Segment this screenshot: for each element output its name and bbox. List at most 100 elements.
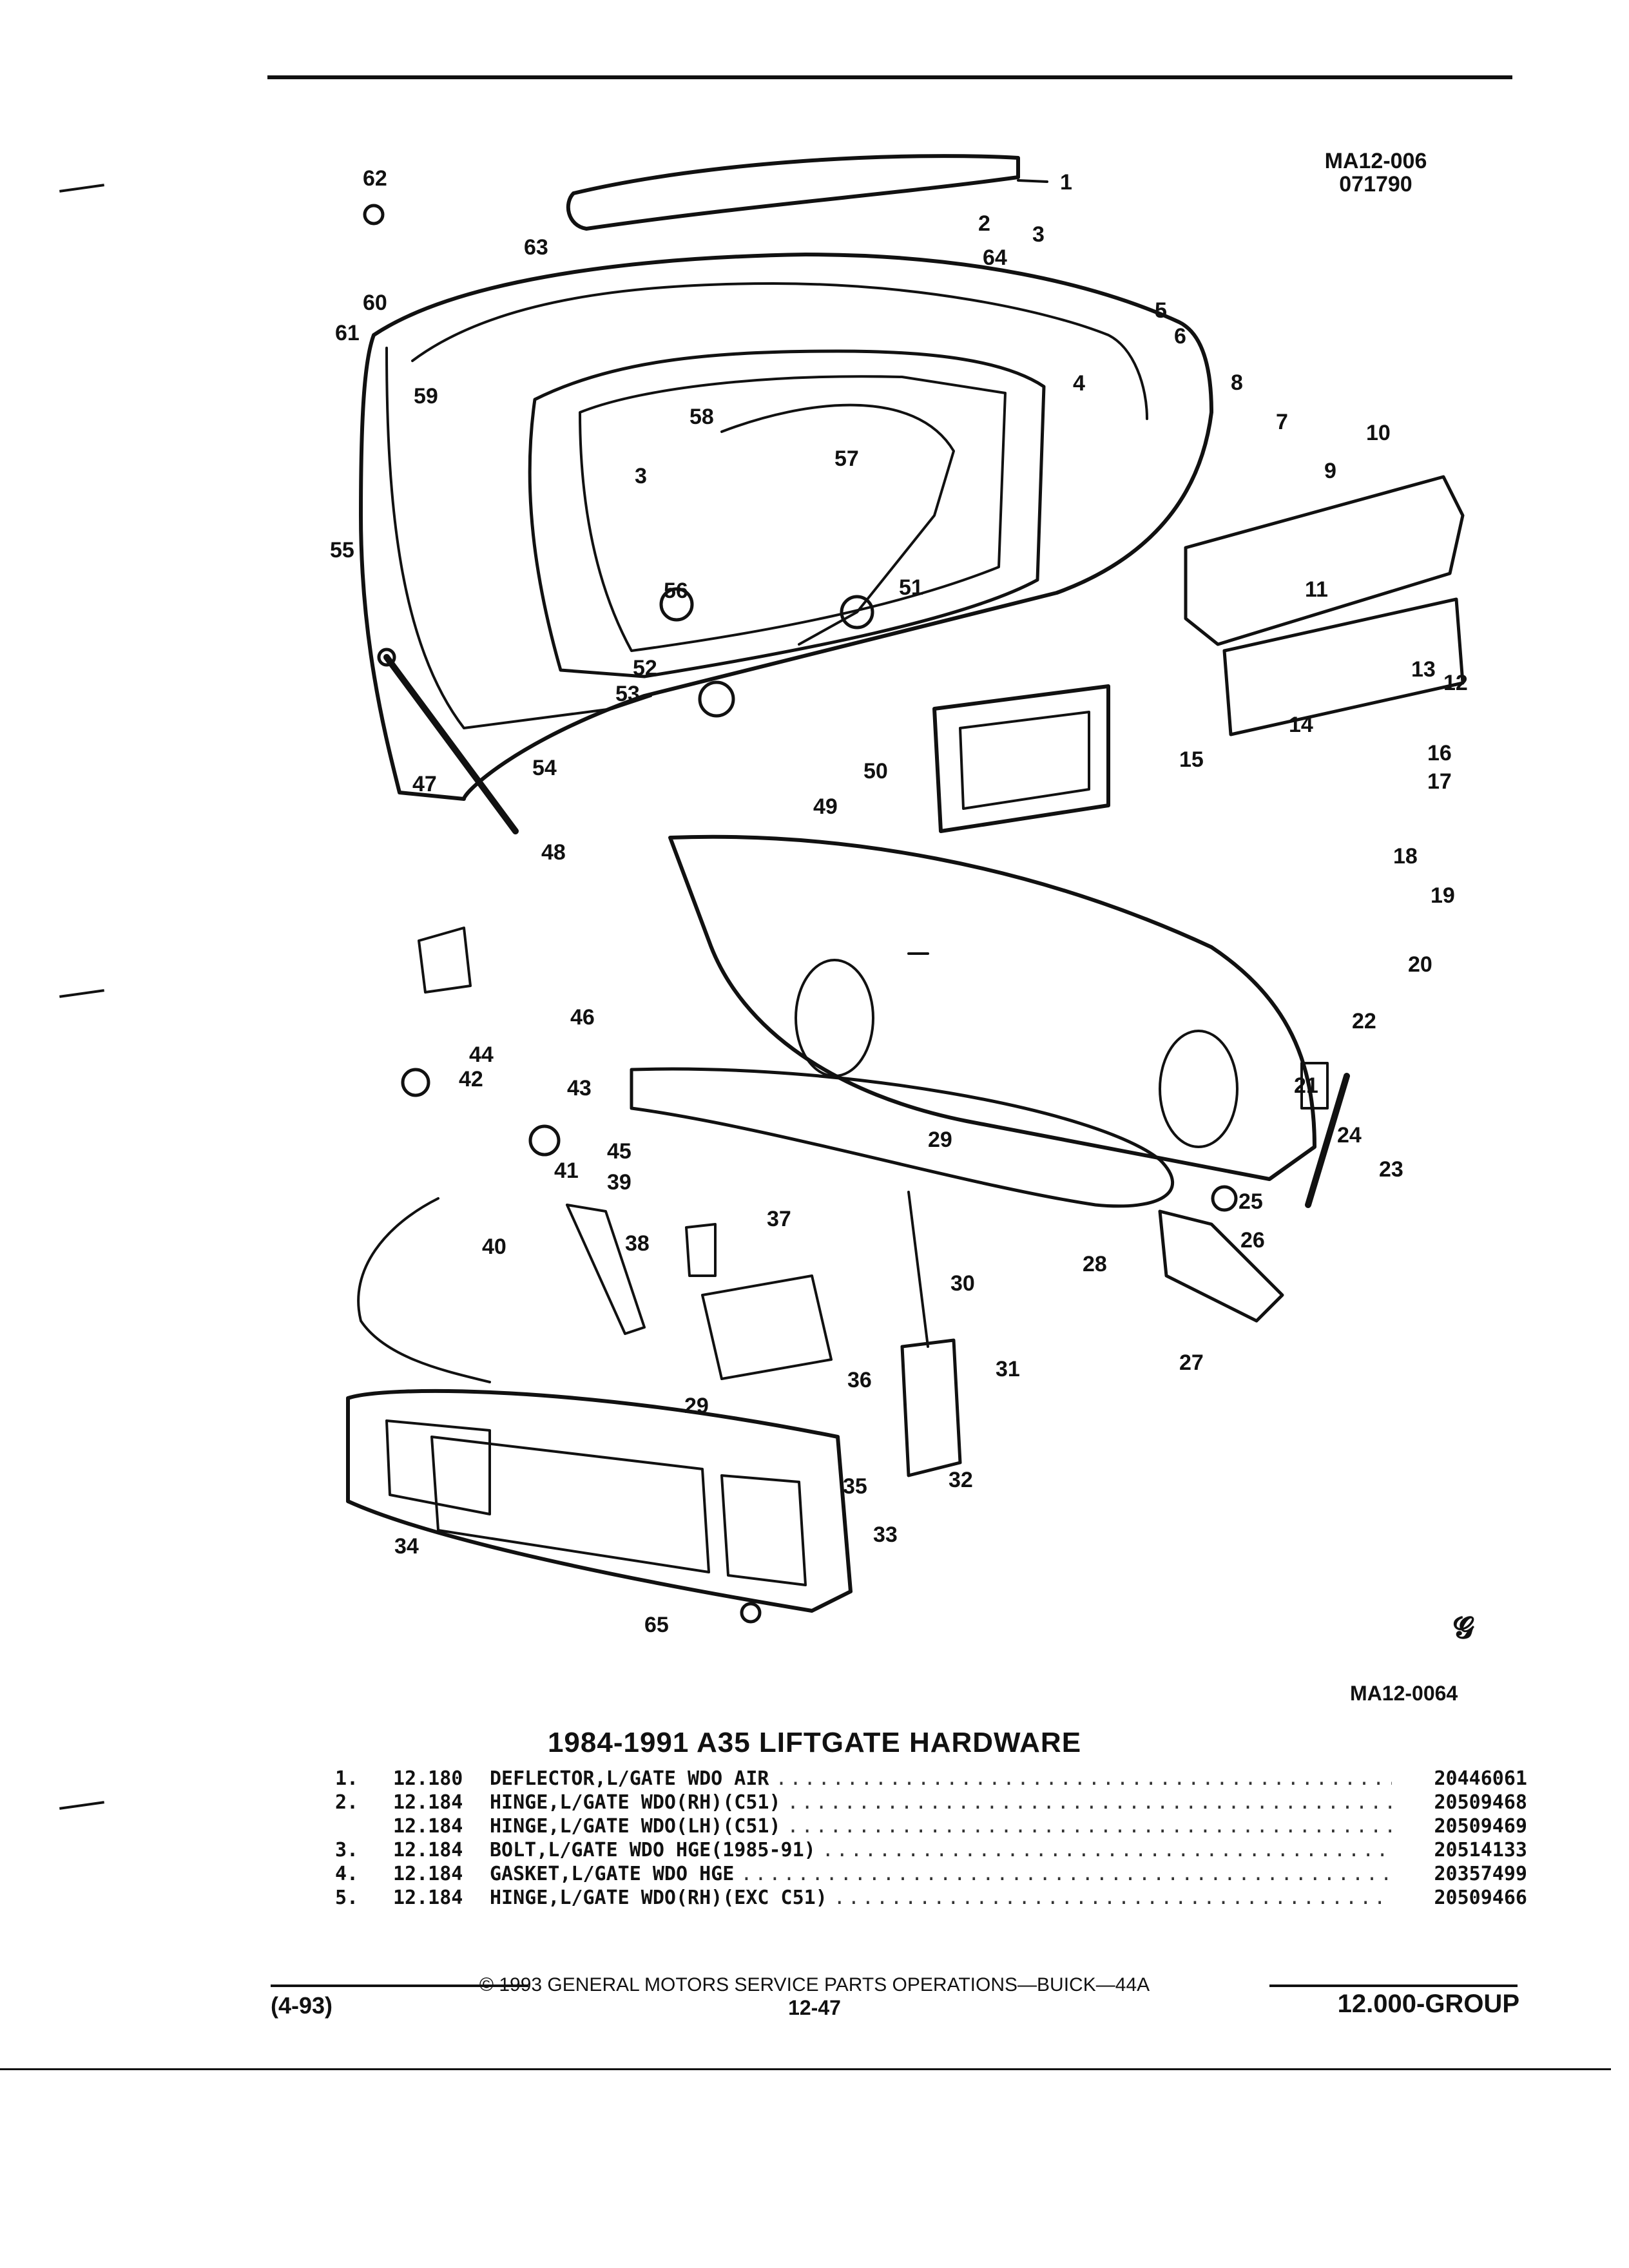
part-num: 2.	[335, 1791, 359, 1814]
callout-20: 20	[1408, 952, 1432, 977]
callout-29: 29	[928, 1128, 952, 1152]
part-number: 20446061	[1434, 1767, 1528, 1790]
part-detail: ,L/GATE WDO HGE(1985-91)	[536, 1839, 816, 1861]
part-num: 1.	[335, 1767, 359, 1790]
parts-row: 3. 12.184 BOLT,L/GATE WDO HGE(1985-91)..…	[335, 1838, 1527, 1862]
license-housing	[932, 684, 1110, 833]
parts-row: 2. 12.184 HINGE,L/GATE WDO(RH)(C51).....…	[335, 1791, 1527, 1814]
gas-strut	[383, 654, 519, 834]
part-desc: BOLT,L/GATE WDO HGE(1985-91)............…	[490, 1839, 1392, 1861]
release-cable	[357, 1197, 491, 1383]
parts-row: 5. 12.184 HINGE,L/GATE WDO(RH)(EXC C51).…	[335, 1886, 1527, 1910]
latch-assembly	[900, 1338, 962, 1477]
callout-22: 22	[1352, 1009, 1376, 1033]
callout-56: 56	[664, 579, 688, 603]
callout-3: 3	[1032, 222, 1045, 247]
callout-19: 19	[1431, 883, 1455, 908]
part-number: 20509469	[1434, 1815, 1528, 1838]
part-name: HINGE	[490, 1791, 548, 1814]
liftgate-frame	[411, 282, 1148, 420]
callout-54: 54	[532, 756, 557, 780]
right-strut	[1305, 1073, 1350, 1208]
part-num: 4.	[335, 1863, 359, 1885]
part-num: 5.	[335, 1887, 359, 1909]
leader-dots: ........................................…	[833, 1887, 1392, 1909]
callout-58: 58	[689, 405, 714, 429]
part-desc: DEFLECTOR,L/GATE WDO AIR................…	[490, 1767, 1392, 1790]
part-group: 12.184	[393, 1815, 463, 1838]
part-name: HINGE	[490, 1815, 548, 1838]
copyright: © 1993 GENERAL MOTORS SERVICE PARTS OPER…	[479, 1974, 1150, 1995]
leader-line	[1017, 179, 1048, 183]
group-label: 12.000-GROUP	[1337, 1990, 1519, 2018]
exploded-parts-diagram	[346, 154, 1465, 1624]
part-group: 12.184	[393, 1791, 463, 1814]
callout-21: 21	[1294, 1073, 1318, 1098]
callout-40: 40	[482, 1235, 506, 1259]
callout-42: 42	[459, 1067, 483, 1091]
inner-window-seal	[579, 375, 1007, 652]
part-desc: HINGE,L/GATE WDO(LH)(C51)...............…	[490, 1815, 1392, 1838]
callout-55: 55	[330, 538, 354, 562]
ref-code: MA12-006	[1324, 149, 1427, 173]
callout-27: 27	[1179, 1350, 1204, 1375]
inner-window	[528, 349, 1046, 678]
part-number: 20514133	[1434, 1839, 1528, 1861]
part-desc: GASKET,L/GATE WDO HGE...................…	[490, 1863, 1392, 1885]
part-name: BOLT	[490, 1839, 537, 1861]
leader-dots: ........................................…	[822, 1839, 1392, 1861]
callout-14: 14	[1289, 713, 1313, 737]
page-title: 1984-1991 A35 LIFTGATE HARDWARE	[547, 1727, 1082, 1758]
part-detail: ,L/GATE WDO(RH)(EXC C51)	[548, 1887, 827, 1909]
window-wire	[720, 403, 955, 646]
ref-date: 071790	[1339, 172, 1412, 197]
part-number: 20509466	[1434, 1887, 1528, 1909]
parts-row: 12.184 HINGE,L/GATE WDO(LH)(C51)........…	[335, 1814, 1527, 1838]
page-number: 12-47	[788, 1996, 841, 2019]
callout-49: 49	[813, 794, 838, 819]
parts-row: 1. 12.180 DEFLECTOR,L/GATE WDO AIR......…	[335, 1767, 1527, 1791]
callout-4: 4	[1073, 371, 1085, 396]
callout-18: 18	[1393, 844, 1418, 869]
part-group: 12.184	[393, 1887, 463, 1909]
callout-39: 39	[607, 1170, 631, 1195]
callout-59: 59	[414, 384, 438, 408]
callout-29b: 29	[684, 1394, 709, 1418]
callout-63: 63	[524, 235, 548, 260]
callout-33: 33	[873, 1523, 898, 1547]
callout-35: 35	[843, 1474, 867, 1499]
part-group: 12.184	[393, 1839, 463, 1861]
callout-15: 15	[1179, 747, 1204, 772]
part-group: 12.180	[393, 1767, 463, 1790]
leader-dots: ........................................…	[787, 1791, 1392, 1814]
part-name: DEFLECTOR	[490, 1767, 595, 1790]
deflector-part	[566, 154, 1020, 231]
gm-logo-icon: 𝓖	[1453, 1611, 1474, 1644]
callout-43: 43	[567, 1076, 592, 1100]
bottom-rule	[0, 2068, 1611, 2070]
callout-2: 2	[978, 211, 990, 236]
callout-17: 17	[1427, 769, 1452, 794]
callout-32: 32	[949, 1468, 973, 1492]
callout-47: 47	[412, 772, 437, 796]
part-name: HINGE	[490, 1887, 548, 1909]
callout-60: 60	[363, 291, 387, 315]
callout-61: 61	[335, 321, 360, 345]
part-desc: HINGE,L/GATE WDO(RH)(EXC C51)...........…	[490, 1887, 1392, 1909]
callout-8: 8	[1231, 370, 1243, 395]
part-detail: ,L/GATE WDO(RH)(C51)	[548, 1791, 781, 1814]
liftgate-seal	[385, 347, 652, 729]
figure-code: MA12-0064	[1350, 1682, 1458, 1705]
callout-25: 25	[1239, 1189, 1263, 1214]
part-desc: HINGE,L/GATE WDO(RH)(C51)...............…	[490, 1791, 1392, 1814]
callout-53: 53	[615, 682, 640, 706]
callout-46: 46	[570, 1005, 595, 1030]
callout-13: 13	[1411, 657, 1436, 682]
top-rule	[267, 75, 1512, 79]
callout-10: 10	[1366, 421, 1391, 445]
callout-23: 23	[1379, 1157, 1403, 1182]
lamp-bracket	[1222, 597, 1465, 736]
callout-3b: 3	[635, 464, 647, 488]
footer-rule-left	[271, 1984, 528, 1987]
callout-45: 45	[607, 1139, 631, 1164]
